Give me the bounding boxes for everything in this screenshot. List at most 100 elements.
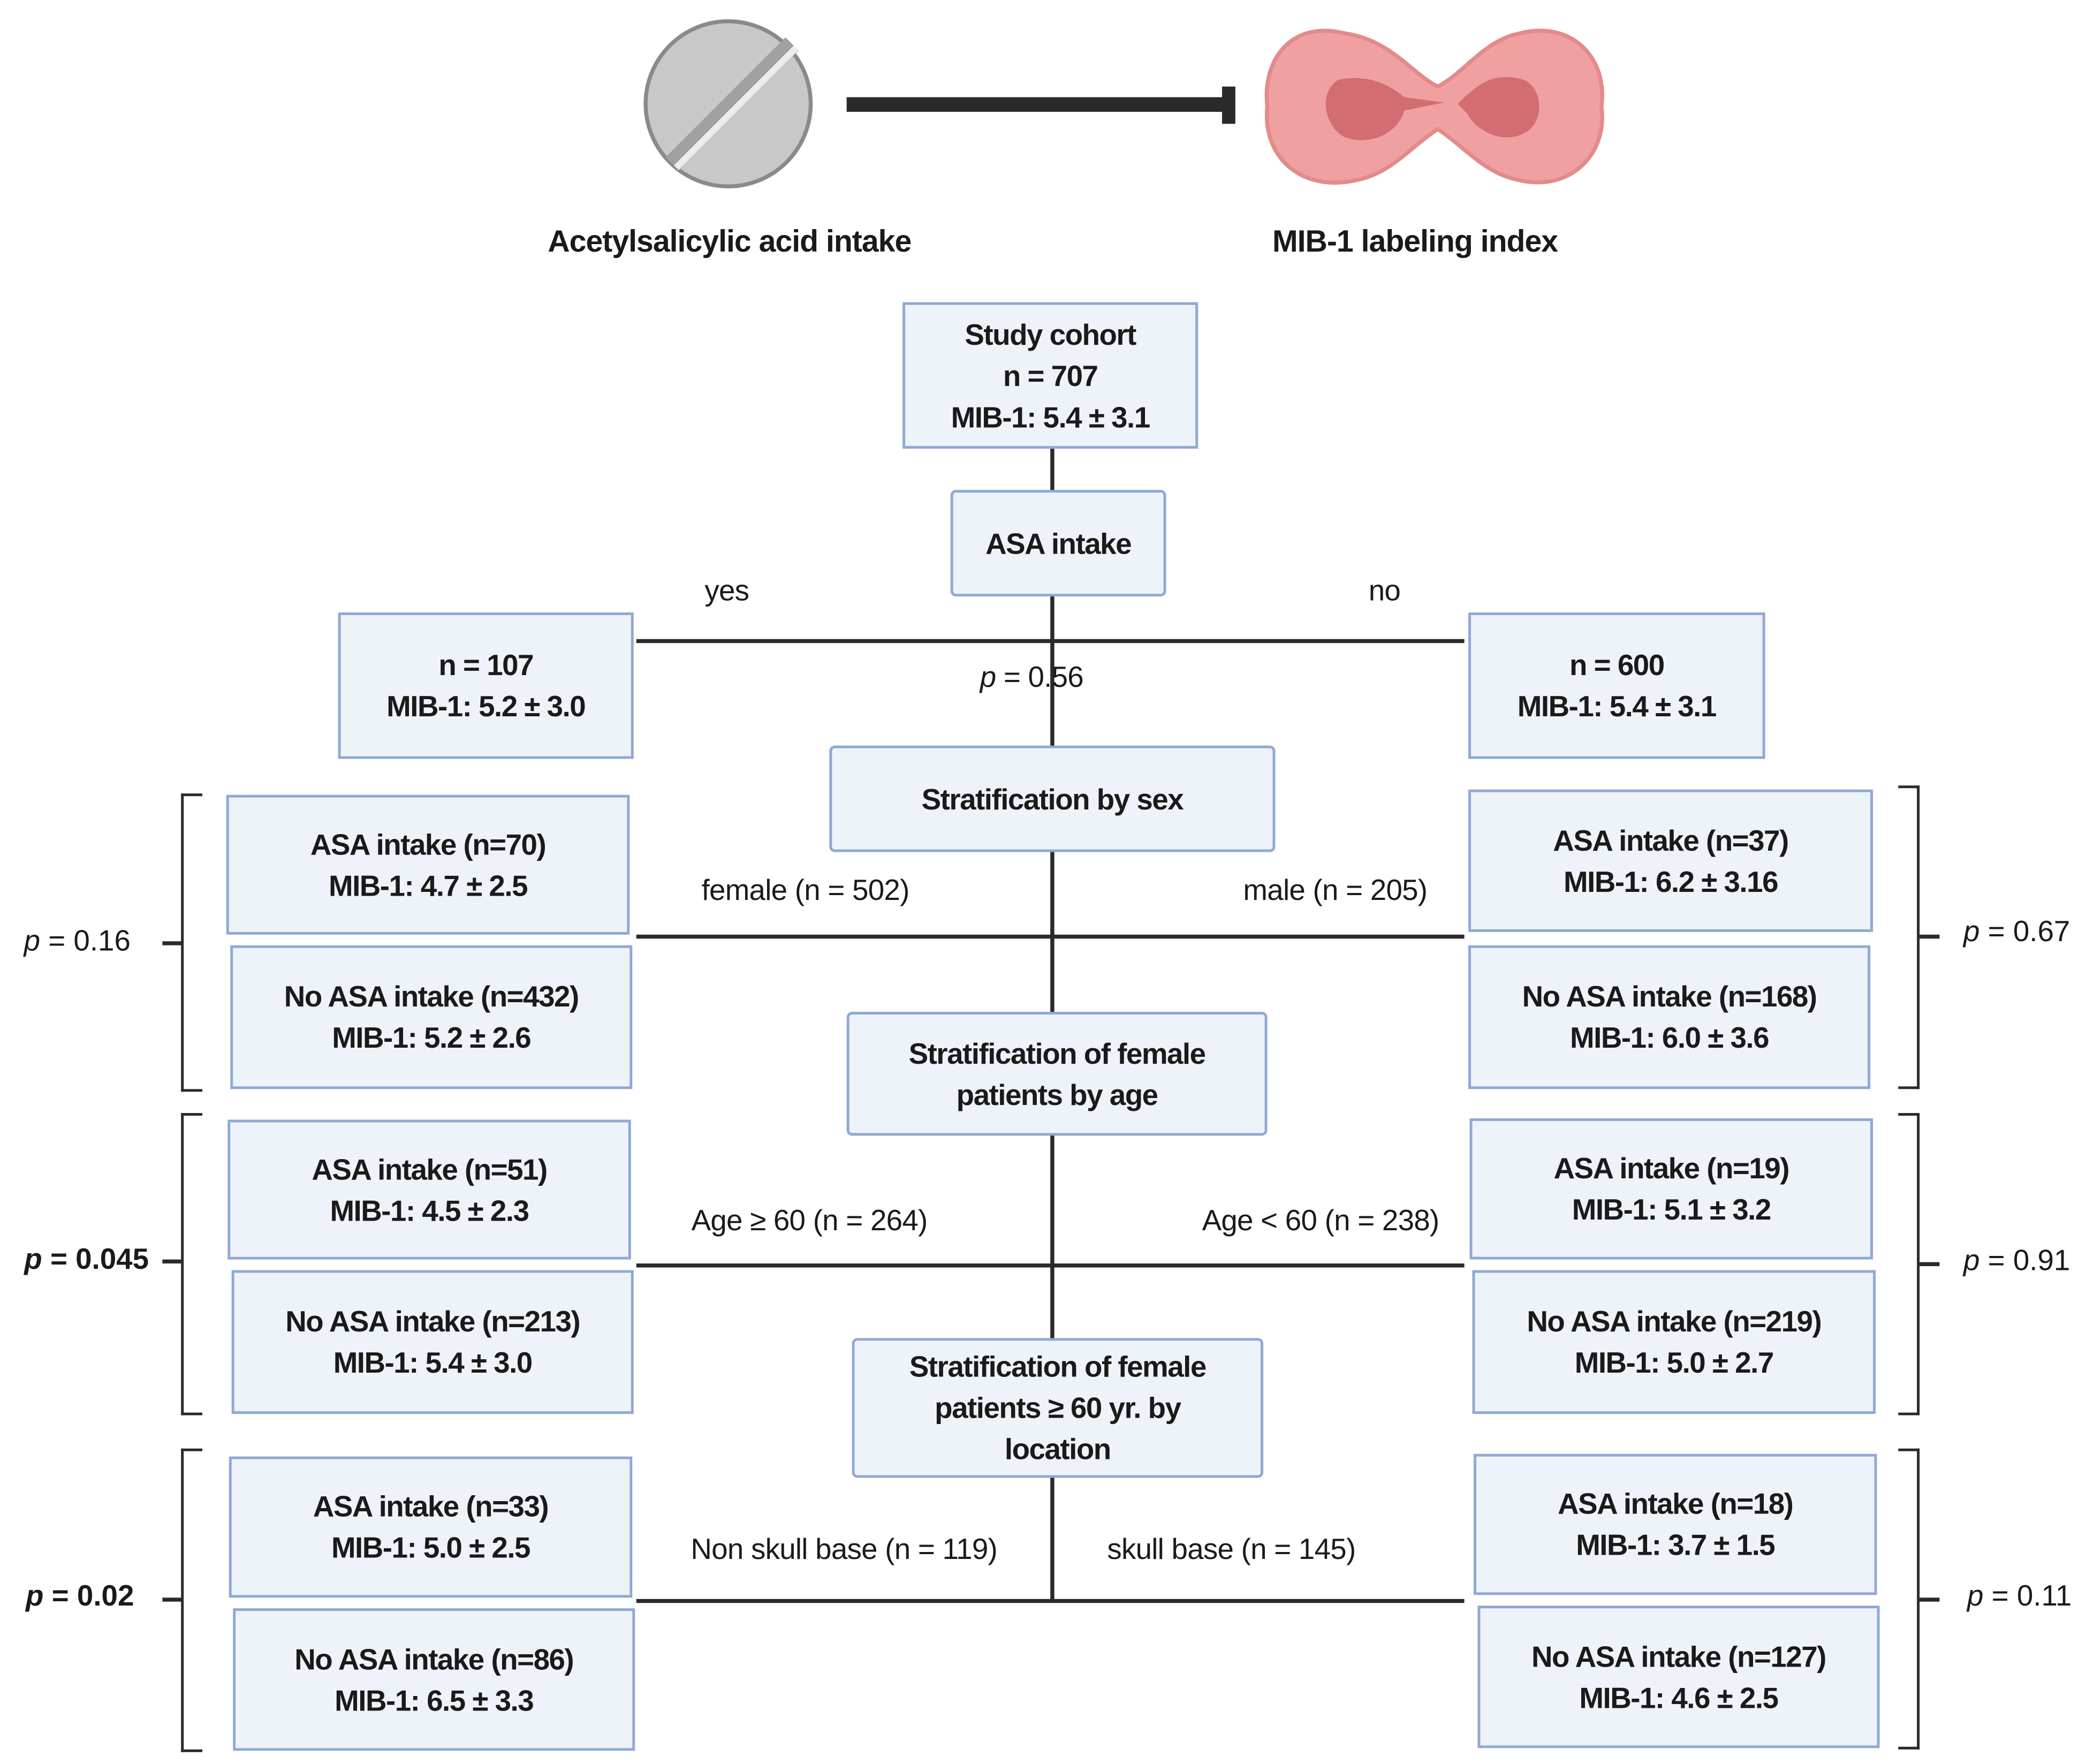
age-over-60-asa-box: ASA intake (n=51) MIB-1: 4.5 ± 2.3: [227, 1119, 631, 1260]
box-line: MIB-1: 5.0 ± 2.7: [1574, 1346, 1774, 1380]
yes-label: yes: [704, 573, 749, 608]
box-line: ASA intake (n=70): [310, 827, 547, 861]
box-line: No ASA intake (n=432): [284, 980, 579, 1013]
age-under-60-no-asa-box: No ASA intake (n=219) MIB-1: 5.0 ± 2.7: [1472, 1270, 1876, 1414]
female-no-asa-box: No ASA intake (n=432) MIB-1: 5.2 ± 2.6: [230, 945, 633, 1089]
male-asa-box: ASA intake (n=37) MIB-1: 6.2 ± 3.16: [1468, 789, 1873, 932]
bracket-tick: [162, 941, 183, 945]
male-label: male (n = 205): [1243, 873, 1428, 907]
non-skull-base-label: Non skull base (n = 119): [691, 1532, 997, 1566]
skull-base-bracket: [1898, 1448, 1920, 1750]
mib1-index-label: MIB-1 labeling index: [1272, 223, 1558, 259]
p-value-text: = 0.11: [1991, 1579, 2072, 1612]
skull-base-asa-box: ASA intake (n=18) MIB-1: 3.7 ± 1.5: [1473, 1453, 1877, 1595]
non-skull-base-p-value: p = 0.02: [26, 1579, 134, 1614]
age-over-60-bracket: [181, 1113, 203, 1415]
box-line: MIB-1: 6.0 ± 3.6: [1570, 1021, 1770, 1055]
node-title: ASA intake: [985, 526, 1132, 560]
inhibition-arrow-icon: [846, 86, 1235, 124]
box-line: MIB-1: 6.5 ± 3.3: [335, 1683, 534, 1717]
box-line: ASA intake (n=33): [313, 1489, 549, 1524]
non-skull-base-bracket: [181, 1448, 203, 1752]
male-p-value: p = 0.67: [1963, 915, 2070, 950]
bracket-tick: [1920, 1262, 1940, 1266]
skull-base-p-value: p = 0.11: [1967, 1579, 2072, 1614]
box-line: MIB-1: 5.2 ± 2.6: [332, 1021, 532, 1055]
box-line: MIB-1: 3.7 ± 1.5: [1576, 1528, 1776, 1562]
box-line: No ASA intake (n=86): [294, 1642, 574, 1676]
stratification-sex-node: Stratification by sex: [829, 745, 1276, 852]
age-under-60-asa-box: ASA intake (n=19)MIB-1: 5.1 ± 3.2: [1469, 1118, 1873, 1260]
bracket-tick: [1920, 934, 1940, 938]
female-p-value: p = 0.16: [24, 924, 131, 959]
box-line: No ASA intake (n=219): [1527, 1305, 1822, 1338]
p-symbol: p: [24, 1242, 42, 1276]
box-line: ASA intake (n=51): [312, 1152, 548, 1186]
dividing-cell-icon: [1264, 28, 1604, 185]
box-line: MIB-1: 4.7 ± 2.5: [328, 868, 528, 902]
female-bracket: [181, 793, 203, 1092]
node-title: patients ≥ 60 yr. by: [935, 1391, 1181, 1425]
node-title: Stratification of female: [908, 1036, 1206, 1070]
box-line: MIB-1: 5.4 ± 3.1: [1517, 690, 1717, 723]
age-over-60-label: Age ≥ 60 (n = 264): [691, 1203, 928, 1237]
box-line: ASA intake (n=19): [1553, 1152, 1790, 1185]
box-line: n = 707: [1003, 359, 1098, 392]
node-title: patients by age: [956, 1078, 1158, 1111]
box-line: MIB-1: 5.4 ± 3.0: [333, 1346, 533, 1380]
bracket-tick: [162, 1259, 183, 1263]
box-line: ASA intake (n=18): [1558, 1487, 1794, 1521]
female-label: female (n = 502): [701, 873, 910, 907]
p-value-text: = 0.56: [1003, 660, 1084, 694]
p-value-text: = 0.91: [1988, 1243, 2070, 1277]
box-line: ASA intake (n=37): [1553, 823, 1789, 857]
box-line: MIB-1: 5.2 ± 3.0: [386, 690, 586, 723]
study-cohort-box: Study cohort n = 707 MIB-1: 5.4 ± 3.1: [902, 302, 1198, 449]
p-symbol: p: [24, 923, 41, 958]
no-label: no: [1368, 573, 1401, 608]
box-line: MIB-1: 4.5 ± 2.3: [330, 1193, 529, 1227]
stratification-age-node: Stratification of female patients by age: [846, 1012, 1268, 1136]
p-symbol: p: [980, 660, 996, 694]
p-symbol: p: [1963, 1243, 1980, 1277]
box-line: MIB-1: 5.4 ± 3.1: [951, 400, 1151, 434]
skull-base-no-asa-box: No ASA intake (n=127) MIB-1: 4.6 ± 2.5: [1477, 1606, 1880, 1748]
bracket-tick: [1920, 1598, 1940, 1601]
asa-yes-box: n = 107 MIB-1: 5.2 ± 3.0: [338, 612, 634, 759]
sex-branch-line: [636, 934, 1465, 938]
p-symbol: p: [1967, 1579, 1984, 1612]
asa-no-box: n = 600 MIB-1: 5.4 ± 3.1: [1468, 612, 1765, 759]
node-title: location: [1004, 1432, 1111, 1466]
female-asa-box: ASA intake (n=70) MIB-1: 4.7 ± 2.5: [226, 794, 630, 935]
node-title: Stratification of female: [909, 1350, 1207, 1383]
asa-branch-line: [636, 639, 1465, 642]
p-value-text: = 0.045: [50, 1242, 149, 1276]
skull-base-label: skull base (n = 145): [1107, 1532, 1356, 1566]
box-line: n = 600: [1569, 648, 1665, 682]
box-line: MIB-1: 4.6 ± 2.5: [1579, 1680, 1779, 1714]
p-value-text: = 0.02: [51, 1579, 134, 1612]
asa-intake-label: Acetylsalicylic acid intake: [548, 223, 912, 259]
box-line: MIB-1: 6.2 ± 3.16: [1564, 865, 1778, 898]
male-no-asa-box: No ASA intake (n=168)MIB-1: 6.0 ± 3.6: [1468, 945, 1871, 1089]
node-title: Stratification by sex: [921, 782, 1184, 816]
p-value-text: = 0.16: [48, 923, 131, 958]
location-branch-line: [636, 1599, 1465, 1602]
male-bracket: [1898, 785, 1920, 1089]
age-over-60-no-asa-box: No ASA intake (n=213)MIB-1: 5.4 ± 3.0: [231, 1270, 634, 1414]
p-value-text: = 0.67: [1988, 914, 2070, 948]
box-line: No ASA intake (n=127): [1531, 1639, 1826, 1673]
pill-icon: [643, 19, 813, 188]
p-symbol: p: [1963, 914, 1980, 948]
stratification-location-node: Stratification of female patients ≥ 60 yr…: [852, 1338, 1264, 1478]
box-line: MIB-1: 5.0 ± 2.5: [331, 1531, 531, 1565]
box-line: Study cohort: [965, 317, 1136, 351]
non-skull-base-no-asa-box: No ASA intake (n=86) MIB-1: 6.5 ± 3.3: [233, 1608, 635, 1751]
bracket-tick: [162, 1598, 183, 1601]
header-illustration: [643, 19, 1604, 188]
age-under-60-p-value: p = 0.91: [1963, 1244, 2070, 1278]
age-branch-line: [636, 1263, 1465, 1267]
age-under-60-label: Age < 60 (n = 238): [1202, 1203, 1440, 1237]
asa-p-value: p = 0.56: [980, 660, 1084, 695]
